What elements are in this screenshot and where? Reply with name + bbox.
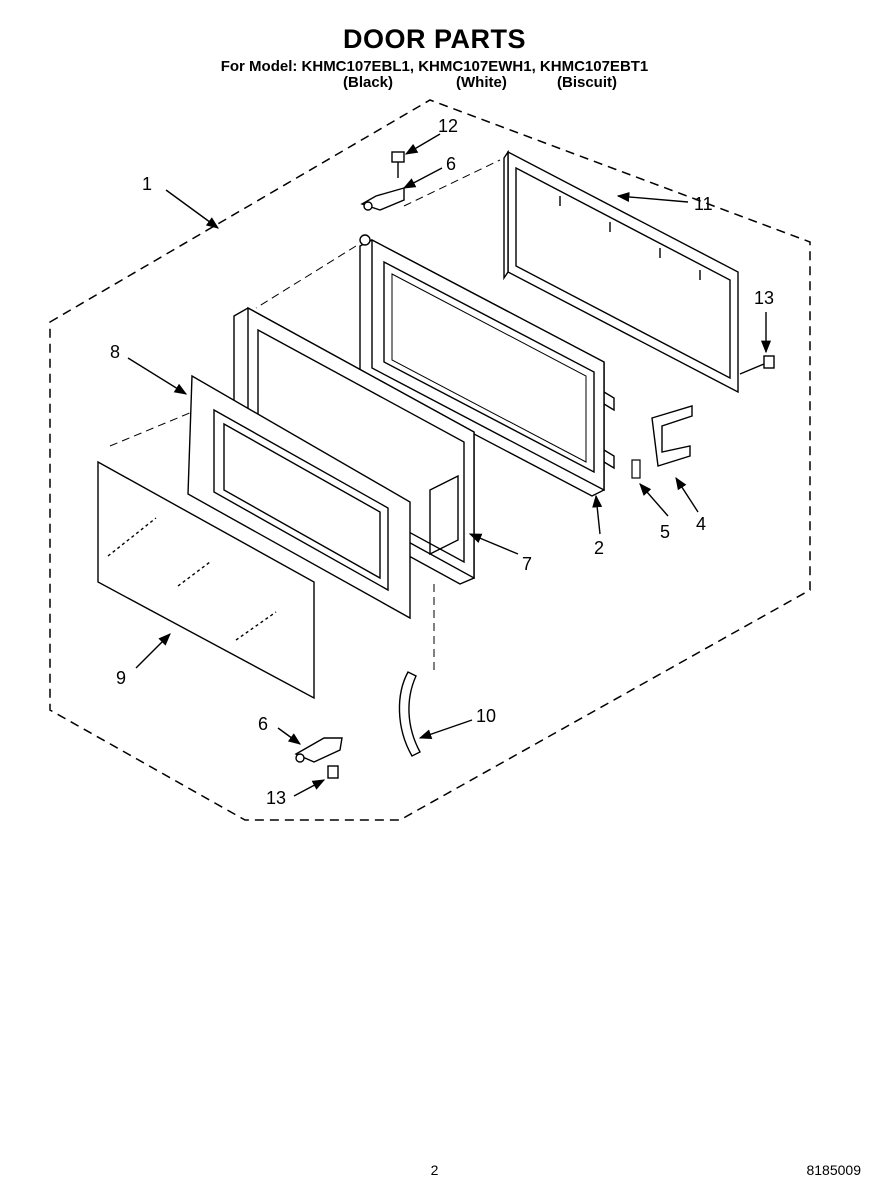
callout-13-right: 13 (754, 288, 774, 308)
callout-6-bottom: 6 (258, 714, 268, 734)
top-hinge (360, 187, 405, 211)
callout-2: 2 (594, 538, 604, 558)
door-latch (651, 405, 693, 467)
page-number: 2 (430, 1162, 439, 1178)
callout-leaders (127, 133, 772, 797)
callout-7: 7 (522, 554, 532, 574)
page-title: DOOR PARTS (342, 24, 526, 54)
callout-4: 4 (696, 514, 706, 534)
glass-panel (97, 460, 315, 700)
alignment-lines (109, 159, 501, 672)
callout-10: 10 (476, 706, 496, 726)
document-number: 8185009 (806, 1162, 861, 1178)
callout-5: 5 (660, 522, 670, 542)
door-handle (398, 671, 421, 757)
callout-12: 12 (438, 116, 458, 136)
callout-13-bottom: 13 (266, 788, 286, 808)
callout-8: 8 (110, 342, 120, 362)
choke-frame (503, 149, 739, 394)
side-screw (739, 355, 775, 375)
door-trim (187, 374, 411, 620)
latch-spring (631, 459, 641, 479)
inner-door-panel (359, 234, 615, 497)
variant-biscuit: (Biscuit) (557, 74, 617, 91)
callout-6-top: 6 (446, 154, 456, 174)
bottom-screw (327, 765, 339, 779)
callout-11: 11 (694, 194, 713, 214)
callout-9: 9 (116, 668, 126, 688)
variant-white: (White) (456, 74, 507, 91)
model-list: For Model: KHMC107EBL1, KHMC107EWH1, KHM… (220, 58, 649, 75)
bottom-hinge (294, 737, 343, 763)
variant-black: (Black) (343, 74, 394, 91)
top-screw (391, 151, 405, 178)
door-assembly-boundary (49, 99, 811, 821)
callout-1: 1 (142, 174, 152, 194)
